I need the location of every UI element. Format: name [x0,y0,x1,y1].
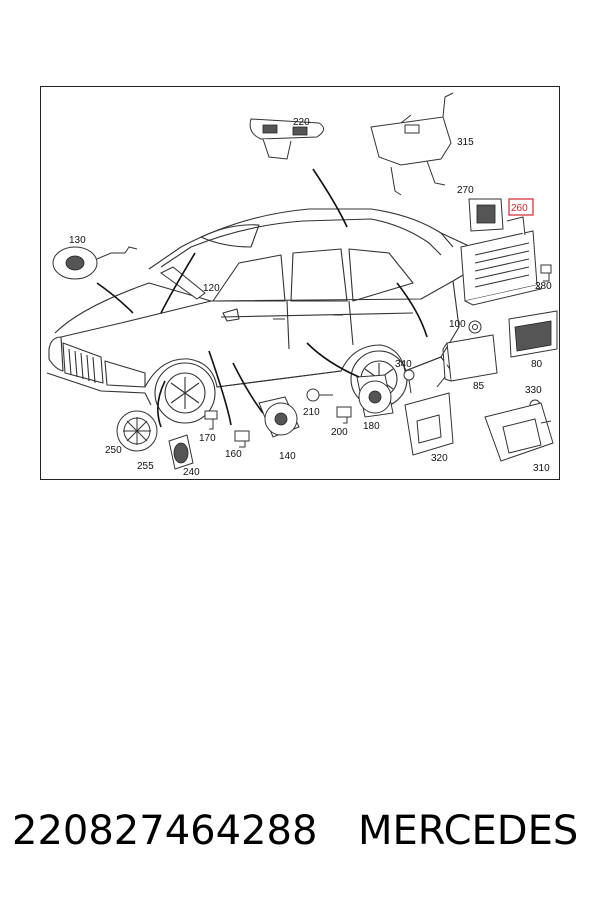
callout-180: 180 [363,421,380,432]
part-120-lamp [160,266,206,300]
part-310-bracket [484,402,554,462]
parts-diagram-frame: 220 315 270 260 130 120 280 100 80 340 8… [40,86,560,480]
part-number: 220827464288 [12,808,318,854]
part-170-screw [204,410,218,430]
brand-name: MERCEDES [358,808,579,854]
car-illustration [46,208,478,424]
part-340-screw [403,369,415,394]
callout-80: 80 [531,359,543,370]
part-180-speaker [356,374,394,418]
part-260-module [460,216,542,306]
part-210-screw [306,388,333,402]
part-220-roof-console [249,118,324,160]
callout-160: 160 [225,449,242,460]
callout-100: 100 [449,319,466,330]
callout-280: 280 [535,281,552,292]
callout-340: 340 [395,359,412,370]
callout-250: 250 [105,445,122,456]
callout-130: 130 [69,235,86,246]
callout-220: 220 [293,117,310,128]
highlight-box-260 [508,198,534,216]
part-270-module [468,198,504,232]
callout-120: 120 [203,283,220,294]
callout-240: 240 [183,467,200,478]
callout-320: 320 [431,453,448,464]
part-130-speaker [52,246,138,280]
part-160-socket [234,430,250,448]
part-315-bracket [370,92,454,196]
part-85-module [442,334,498,382]
callout-330: 330 [525,385,542,396]
callout-310: 310 [533,463,550,474]
footer: 220827464288 MERCEDES [0,808,600,858]
callout-255: 255 [137,461,154,472]
part-80-module [508,310,558,358]
part-320-bracket [404,376,454,456]
part-250-speaker-grille [116,410,158,452]
callout-200: 200 [331,427,348,438]
callout-140: 140 [279,451,296,462]
part-240-tweeter [168,434,194,470]
parts-diagram: 220 315 270 260 130 120 280 100 80 340 8… [46,92,558,478]
callout-85: 85 [473,381,485,392]
part-280-screw [540,264,552,282]
callout-260: 260 [511,203,528,214]
part-140-speaker [258,396,300,438]
callout-210: 210 [303,407,320,418]
part-200-socket [336,406,352,424]
callout-170: 170 [199,433,216,444]
leader-lines [96,168,428,428]
callout-315: 315 [457,137,474,148]
part-100-nut [468,320,482,334]
callout-270: 270 [457,185,474,196]
